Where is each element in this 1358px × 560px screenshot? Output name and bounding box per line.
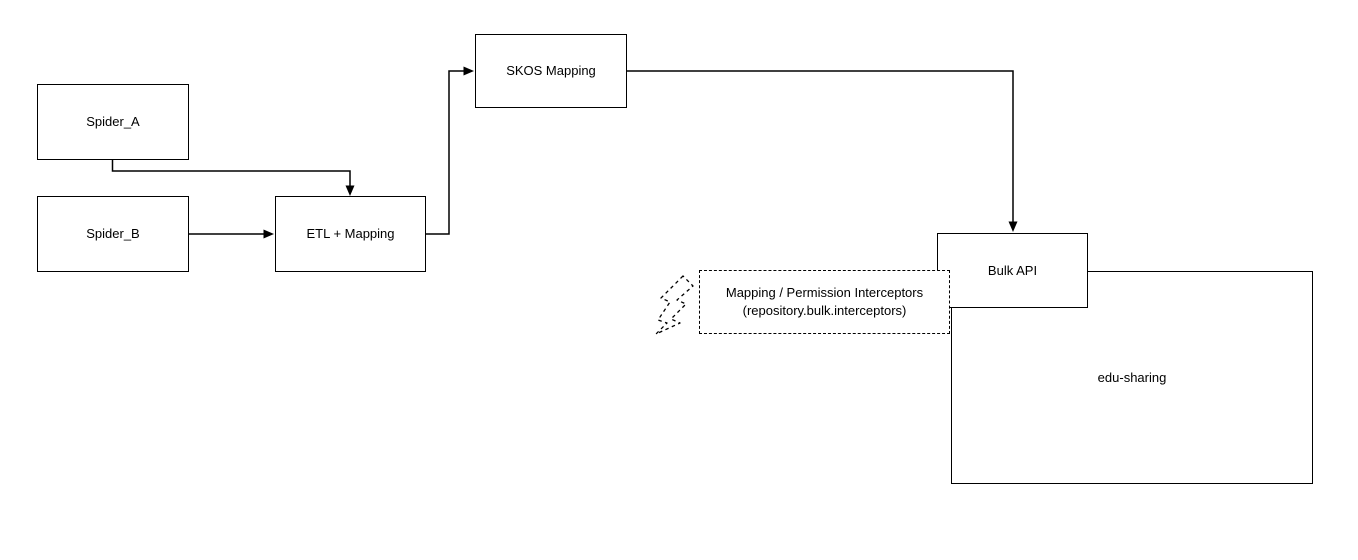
arrowhead-into-etl-left [263,229,274,239]
node-skos-mapping-label: SKOS Mapping [506,63,596,79]
arrowhead-into-etl-top [345,185,355,196]
edge-spider-a-to-etl [111,160,351,186]
node-bulk-api-label: Bulk API [987,262,1038,278]
node-bulk-api: Bulk API [937,233,1088,308]
node-interceptors-label-line1: Mapping / Permission Interceptors [725,285,924,301]
node-spider-b: Spider_B [37,196,189,272]
node-etl-mapping-label: ETL + Mapping [306,226,395,242]
node-edu-sharing: edu-sharing [951,271,1313,484]
node-skos-mapping: SKOS Mapping [475,34,627,108]
edge-etl-to-skos [426,70,464,235]
node-spider-b-label: Spider_B [86,226,140,242]
node-interceptors: Mapping / Permission Interceptors (repos… [699,270,950,334]
node-spider-a: Spider_A [37,84,189,160]
edge-skos-to-bulk [627,70,1014,222]
arrowhead-into-skos [463,66,474,76]
node-edu-sharing-label: edu-sharing [1097,369,1167,385]
arrowhead-into-bulk [1008,221,1018,232]
node-etl-mapping: ETL + Mapping [275,196,426,272]
node-spider-a-label: Spider_A [86,114,140,130]
lightning-icon [654,272,698,336]
node-interceptors-label-line2: (repository.bulk.interceptors) [742,303,907,318]
